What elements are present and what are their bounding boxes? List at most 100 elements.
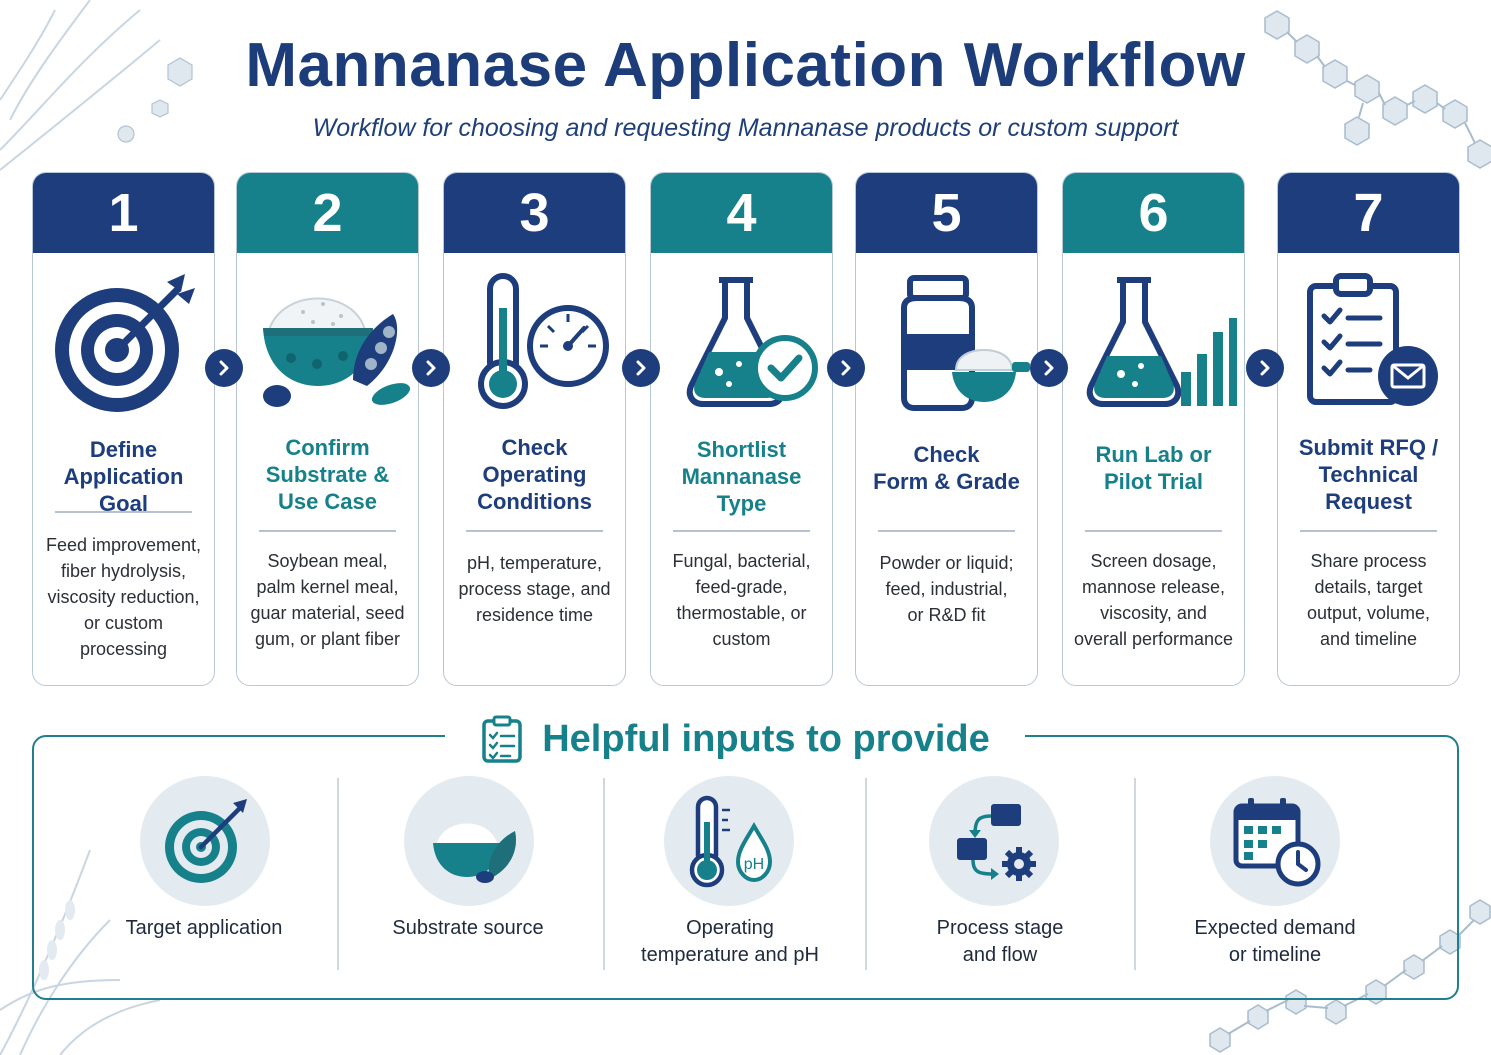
step-number: 7 <box>1278 173 1459 253</box>
divider <box>673 530 810 532</box>
input-label-line: Substrate source <box>392 917 544 939</box>
step-title-line: Use Case <box>277 489 378 514</box>
divider <box>259 530 396 532</box>
helpful-inputs-heading: Helpful inputs to provide <box>445 709 1025 769</box>
page-subtitle: Workflow for choosing and requesting Man… <box>312 114 1179 142</box>
step-title-line: Form & Grade <box>873 469 1020 494</box>
chevron-right-icon <box>412 349 450 387</box>
step-title-line: Pilot Trial <box>1103 469 1204 494</box>
step-title-line: Technical <box>1318 462 1419 487</box>
step-title: Define Application Goal <box>37 436 210 517</box>
step-title: Check Form & Grade <box>860 441 1033 495</box>
step-title: Confirm Substrate & Use Case <box>241 434 414 515</box>
step-description: pH, temperature, process stage, and resi… <box>450 550 619 628</box>
step-desc-line: Powder or liquid; <box>879 553 1014 573</box>
step-description: Feed improvement, fiber hydrolysis, visc… <box>39 532 208 662</box>
divider <box>1085 530 1222 532</box>
target-icon <box>165 799 247 883</box>
step-number: 3 <box>444 173 625 253</box>
step-card-3: 3 Check Operating Conditions pH, tempera… <box>443 172 626 686</box>
step-title-line: Run Lab or <box>1095 442 1212 467</box>
step-desc-line: Soybean meal, <box>267 551 388 571</box>
step-desc-line: or custom <box>83 613 164 633</box>
input-label: Expected demand or timeline <box>1145 915 1405 969</box>
input-icon-circle <box>140 776 270 906</box>
chevron-right-icon <box>1030 349 1068 387</box>
divider <box>337 778 339 970</box>
input-label: Process stage and flow <box>870 915 1130 969</box>
input-label-line: Operating <box>686 917 774 939</box>
process-flow-icon <box>957 804 1036 881</box>
input-icon-circle: pH <box>664 776 794 906</box>
step-title: Submit RFQ / Technical Request <box>1282 434 1455 515</box>
flask-chart-icon <box>1086 277 1237 407</box>
step-title-line: Define <box>89 437 158 462</box>
step-desc-line: and timeline <box>1319 629 1418 649</box>
input-label: Target application <box>74 915 334 942</box>
step-desc-line: residence time <box>475 605 594 625</box>
thermometer-ph-icon: pH <box>689 795 773 888</box>
step-desc-line: Fungal, bacterial, <box>672 551 811 571</box>
clipboard-checklist-icon <box>482 715 522 763</box>
step-card-7: 7 Submit RFQ / Technical Request Share p… <box>1277 172 1460 686</box>
step-description: Screen dosage, mannose release, viscosit… <box>1069 548 1238 652</box>
helpful-inputs-title: Helpful inputs to provide <box>542 717 990 760</box>
input-label-line: temperature and pH <box>641 944 819 966</box>
step-desc-line: mannose release, <box>1081 577 1226 597</box>
step-card-5: 5 Check Form & Grade Powder or liquid; f… <box>855 172 1038 686</box>
step-title-line: Type <box>716 491 767 516</box>
target-icon <box>55 274 195 412</box>
step-description: Soybean meal, palm kernel meal, guar mat… <box>243 548 412 652</box>
input-icon-circle <box>929 776 1059 906</box>
step-number: 4 <box>651 173 832 253</box>
divider <box>878 530 1015 532</box>
page-title: Mannanase Application Workflow <box>245 31 1246 100</box>
divider <box>466 530 603 532</box>
chevron-right-icon <box>205 349 243 387</box>
step-title-line: Mannanase <box>681 464 802 489</box>
input-label-line: and flow <box>962 944 1038 966</box>
step-number: 6 <box>1063 173 1244 253</box>
clipboard-mail-icon <box>1307 273 1438 406</box>
step-card-4: 4 Shortlist Mannanase Type Fungal, bacte… <box>650 172 833 686</box>
step-card-6: 6 Run Lab or Pilot Trial Screen dosage, … <box>1062 172 1245 686</box>
step-title-line: Application Goal <box>63 464 184 516</box>
step-title: Run Lab or Pilot Trial <box>1067 441 1240 495</box>
divider <box>55 511 192 513</box>
step-desc-line: process stage, and <box>458 579 611 599</box>
step-desc-line: pH, temperature, <box>466 553 603 573</box>
step-number: 5 <box>856 173 1037 253</box>
step-title-line: Substrate & <box>265 462 390 487</box>
input-label-line: or timeline <box>1228 944 1322 966</box>
input-label-line: Process stage <box>936 917 1064 939</box>
step-description: Powder or liquid; feed, industrial, or R… <box>862 550 1031 628</box>
step-description: Fungal, bacterial, feed-grade, thermosta… <box>657 548 826 652</box>
input-label: Operating temperature and pH <box>600 915 860 969</box>
step-desc-line: fiber hydrolysis, <box>60 561 187 581</box>
step-title-line: Conditions <box>477 489 592 514</box>
input-label-line: Target application <box>125 917 283 939</box>
svg-text:pH: pH <box>744 856 764 873</box>
step-description: Share process details, target output, vo… <box>1284 548 1453 652</box>
chevron-right-icon <box>827 349 865 387</box>
chevron-right-icon <box>1246 349 1284 387</box>
input-icon-circle <box>404 776 534 906</box>
step-desc-line: details, target <box>1314 577 1423 597</box>
step-title-line: Confirm <box>285 435 370 460</box>
step-desc-line: processing <box>79 639 168 659</box>
divider <box>865 778 867 970</box>
divider <box>603 778 605 970</box>
step-card-1: 1 Define Application Goal Feed improveme… <box>32 172 215 686</box>
step-desc-line: Share process <box>1310 551 1427 571</box>
step-desc-line: or R&D fit <box>907 605 986 625</box>
divider <box>1134 778 1136 970</box>
step-desc-line: Feed improvement, <box>45 535 202 555</box>
step-card-2: 2 Confirm Substrate & Use Case Soybean m… <box>236 172 419 686</box>
step-title-line: Check <box>501 435 568 460</box>
step-title-line: Check <box>913 442 980 467</box>
step-desc-line: feed-grade, <box>695 577 788 597</box>
step-title: Shortlist Mannanase Type <box>655 436 828 517</box>
chevron-right-icon <box>622 349 660 387</box>
step-desc-line: output, volume, <box>1306 603 1431 623</box>
step-desc-line: viscosity reduction, <box>47 587 200 607</box>
